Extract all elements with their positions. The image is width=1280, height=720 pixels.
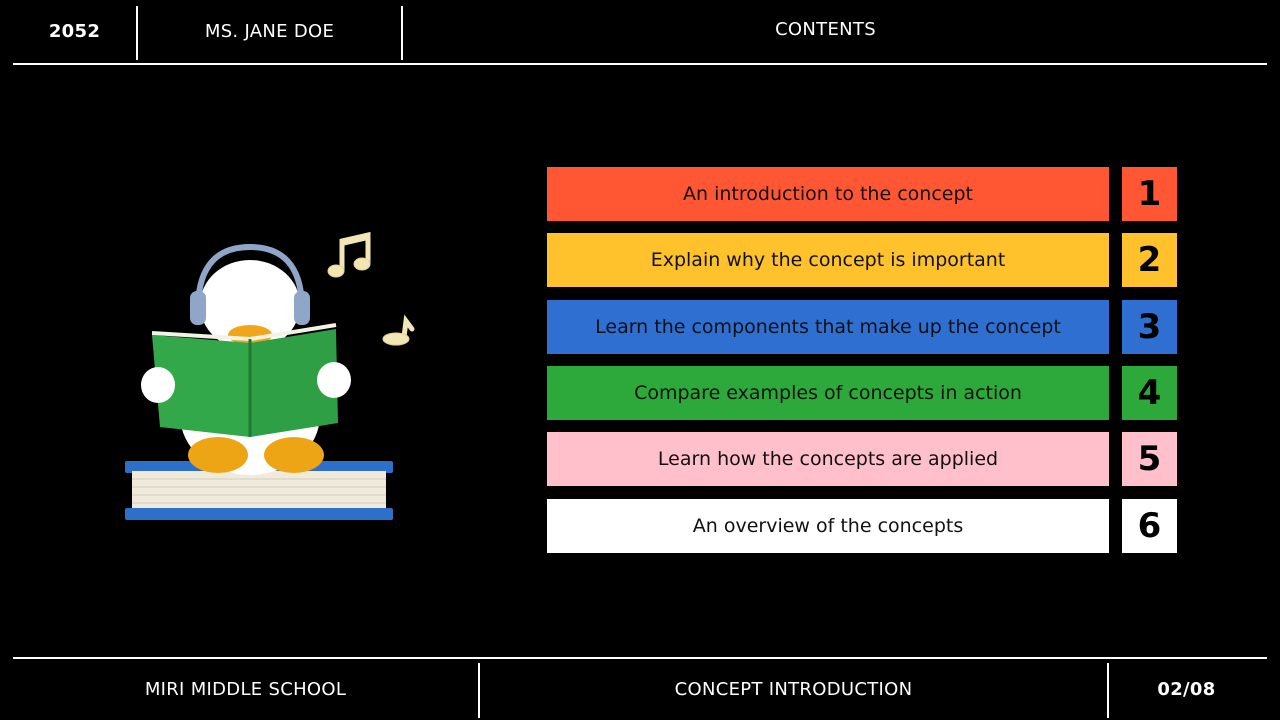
contents-item-4[interactable]: Compare examples of concepts in action 4 <box>547 366 1177 420</box>
year-label: 2052 <box>48 21 101 42</box>
contents-item-1[interactable]: An introduction to the concept 1 <box>547 167 1177 221</box>
contents-item-2[interactable]: Explain why the concept is important 2 <box>547 233 1177 287</box>
contents-item-number: 1 <box>1122 167 1177 221</box>
header-divider <box>401 6 403 60</box>
penguin-reading-book-with-headphones-icon <box>110 225 430 535</box>
contents-item-5[interactable]: Learn how the concepts are applied 5 <box>547 432 1177 486</box>
header-divider <box>136 6 138 60</box>
contents-item-3[interactable]: Learn the components that make up the co… <box>547 300 1177 354</box>
contents-item-label: Explain why the concept is important <box>547 233 1109 287</box>
contents-item-label: Learn the components that make up the co… <box>547 300 1109 354</box>
contents-item-number: 6 <box>1122 499 1177 553</box>
footer-rule <box>13 657 1267 659</box>
contents-item-label: Learn how the concepts are applied <box>547 432 1109 486</box>
footer-bar: MIRI MIDDLE SCHOOL CONCEPT INTRODUCTION … <box>0 657 1280 720</box>
footer-divider <box>1107 663 1109 718</box>
contents-item-label: An overview of the concepts <box>547 499 1109 553</box>
contents-item-number: 3 <box>1122 300 1177 354</box>
contents-item-number: 2 <box>1122 233 1177 287</box>
header-rule <box>13 63 1267 65</box>
page-number: 02/08 <box>1157 679 1216 700</box>
contents-item-label: An introduction to the concept <box>547 167 1109 221</box>
contents-item-number: 5 <box>1122 432 1177 486</box>
contents-item-6[interactable]: An overview of the concepts 6 <box>547 499 1177 553</box>
contents-item-number: 4 <box>1122 366 1177 420</box>
contents-item-label: Compare examples of concepts in action <box>547 366 1109 420</box>
topic-label: CONCEPT INTRODUCTION <box>674 679 913 700</box>
teacher-name: MS. JANE DOE <box>204 21 335 42</box>
footer-divider <box>478 663 480 718</box>
page-title: CONTENTS <box>775 19 876 40</box>
header-bar: 2052 MS. JANE DOE CONTENTS <box>0 0 1280 65</box>
school-name: MIRI MIDDLE SCHOOL <box>144 679 347 700</box>
